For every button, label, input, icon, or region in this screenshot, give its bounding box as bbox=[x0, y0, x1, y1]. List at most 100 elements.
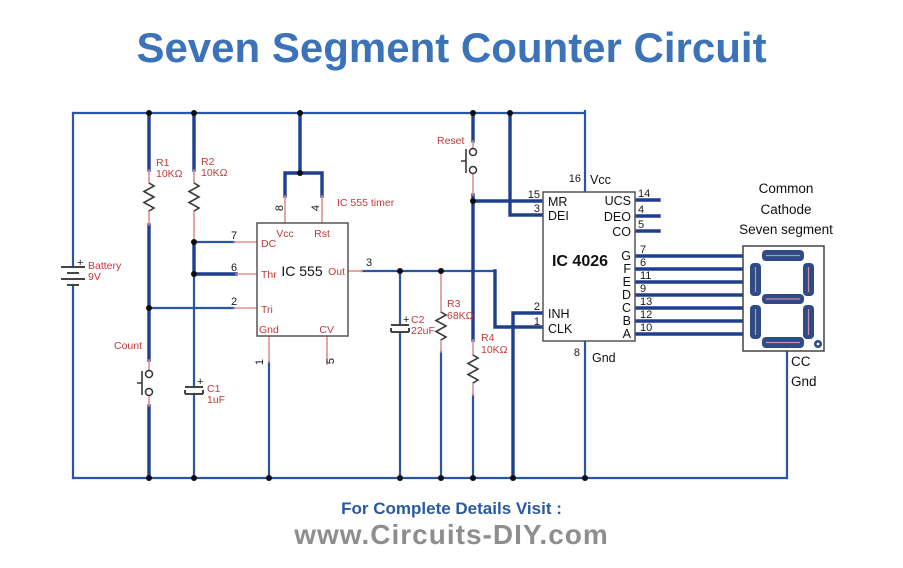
display-heading-2: Cathode bbox=[760, 202, 811, 217]
ic4026-pin13-num: 13 bbox=[640, 296, 652, 308]
c2-symbol bbox=[390, 324, 410, 333]
display-gnd-label: Gnd bbox=[791, 374, 817, 389]
ic4026-pin16-num: 16 bbox=[569, 173, 581, 185]
count-label: Count bbox=[114, 340, 142, 352]
inh-wire bbox=[511, 311, 545, 480]
clk-wire bbox=[493, 269, 545, 329]
ic4026-pin11-num: 11 bbox=[640, 270, 651, 282]
ic4026-inh-label: INH bbox=[548, 307, 570, 321]
ic555-thr-label: Thr bbox=[261, 269, 277, 281]
c1-name: C1 bbox=[207, 383, 221, 395]
ic555-bracket-wire bbox=[283, 171, 324, 198]
ic555-pin7-num: 7 bbox=[231, 230, 237, 242]
page-title: Seven Segment Counter Circuit bbox=[136, 24, 767, 71]
count-contact-top bbox=[144, 369, 154, 379]
ic4026-vcc-label: Vcc bbox=[590, 173, 611, 187]
battery-name: Battery bbox=[88, 260, 122, 272]
ic555-pin3-num: 3 bbox=[366, 257, 372, 269]
c1-plus-sign: + bbox=[197, 376, 203, 388]
ic555-dc-label: DC bbox=[261, 238, 277, 250]
ic4026-g-label: G bbox=[621, 249, 631, 263]
ic4026-pin8-num: 8 bbox=[574, 347, 580, 359]
ic4026-deo-label: DEO bbox=[604, 210, 631, 224]
ic555-note: IC 555 timer bbox=[337, 197, 395, 209]
r2-value: 10KΩ bbox=[201, 167, 228, 179]
r3-name: R3 bbox=[447, 298, 461, 310]
ic555-pin2-num: 2 bbox=[231, 296, 237, 308]
ic4026-pin3-num: 3 bbox=[534, 203, 540, 215]
display-cc-label: CC bbox=[791, 354, 811, 369]
ic4026-pin6-num: 6 bbox=[640, 257, 646, 269]
ic4026-ucs-label: UCS bbox=[605, 194, 631, 208]
junction-dots bbox=[146, 110, 588, 481]
ic4026-pin5-num: 5 bbox=[638, 219, 644, 231]
ic4026-pin9-num: 9 bbox=[640, 283, 646, 295]
ic555: IC 555 IC 555 timer 8 Vcc 4 Rst 7 DC 6 T… bbox=[231, 197, 395, 365]
ic4026-e-label: E bbox=[623, 275, 631, 289]
display-heading-3: Seven segment bbox=[739, 222, 833, 237]
seven-segment-display: Common Cathode Seven segment CC Gnd bbox=[739, 181, 833, 389]
ic4026-pin1-num: 1 bbox=[534, 316, 540, 328]
ic555-pin5-num: 5 bbox=[325, 358, 337, 364]
ic555-pin6-num: 6 bbox=[231, 262, 237, 274]
r1-zigzag bbox=[142, 182, 156, 212]
r2-zigzag bbox=[187, 182, 201, 212]
ic555-vcc-label: Vcc bbox=[276, 228, 294, 240]
ic4026-b-label: B bbox=[623, 314, 631, 328]
r3-value: 68KΩ bbox=[447, 310, 474, 322]
ic555-gnd-label: Gnd bbox=[259, 324, 279, 336]
reset-contact-top bbox=[468, 147, 478, 157]
battery-plus-sign: + bbox=[77, 257, 83, 269]
ic4026-clk-label: CLK bbox=[548, 322, 573, 336]
c1-symbol bbox=[184, 386, 204, 395]
reset-label: Reset bbox=[437, 135, 465, 147]
resistor-r4: R4 10KΩ bbox=[466, 332, 508, 384]
r4-zigzag bbox=[466, 354, 480, 384]
ic555-body bbox=[256, 222, 349, 337]
ic4026-gnd-label: Gnd bbox=[592, 351, 616, 365]
ic4026-d-label: D bbox=[622, 288, 631, 302]
capacitor-c2: + C2 22uF bbox=[390, 314, 435, 337]
ic4026-pin12-num: 12 bbox=[640, 309, 652, 321]
ic555-pin4-num: 4 bbox=[310, 205, 322, 211]
r4-value: 10KΩ bbox=[481, 344, 508, 356]
ic555-pin1-num: 1 bbox=[254, 359, 266, 365]
display-heading-1: Common bbox=[759, 181, 814, 196]
r3-zigzag bbox=[434, 311, 448, 341]
ic4026-pin14-num: 14 bbox=[638, 188, 650, 200]
ic4026-pin10-num: 10 bbox=[640, 322, 652, 334]
footer-line2: www.Circuits-DIY.com bbox=[294, 518, 609, 550]
segment-inner-lines bbox=[754, 254, 810, 344]
c1-value: 1uF bbox=[207, 394, 225, 406]
ic555-pin8-num: 8 bbox=[274, 205, 286, 211]
ic555-cv-label: CV bbox=[319, 324, 334, 336]
battery-value: 9V bbox=[88, 271, 101, 283]
footer: For Complete Details Visit : www.Circuit… bbox=[0, 499, 903, 551]
ic4026-dei-label: DEI bbox=[548, 209, 569, 223]
count-switch: Count bbox=[114, 340, 154, 397]
wires-thick bbox=[147, 111, 745, 480]
ic4026-pin15-num: 15 bbox=[528, 189, 540, 201]
ic4026: IC 4026 16 Vcc 8 Gnd 15 MR 3 DEI 2 INH 1… bbox=[528, 173, 653, 365]
c2-plus-sign: + bbox=[403, 314, 409, 326]
c2-name: C2 bbox=[411, 314, 425, 326]
ic4026-f-label: F bbox=[623, 262, 631, 276]
r4-name: R4 bbox=[481, 332, 495, 344]
resistor-r2: R2 10KΩ bbox=[187, 156, 228, 212]
ic4026-pin4-num: 4 bbox=[638, 204, 644, 216]
ic4026-pin7-num: 7 bbox=[640, 244, 646, 256]
ic555-tri-label: Tri bbox=[261, 304, 273, 316]
reset-switch: Reset bbox=[437, 135, 478, 175]
resistor-r3: R3 68KΩ bbox=[434, 298, 474, 341]
ic4026-a-label: A bbox=[623, 327, 632, 341]
ic4026-mr-label: MR bbox=[548, 195, 567, 209]
ic4026-title: IC 4026 bbox=[552, 253, 608, 270]
r1-name: R1 bbox=[156, 157, 170, 169]
battery: + Battery 9V bbox=[61, 257, 122, 286]
r2-name: R2 bbox=[201, 156, 215, 168]
count-contact-bottom bbox=[144, 387, 154, 397]
ic555-title: IC 555 bbox=[281, 263, 322, 279]
capacitor-c1: + C1 1uF bbox=[184, 376, 225, 406]
